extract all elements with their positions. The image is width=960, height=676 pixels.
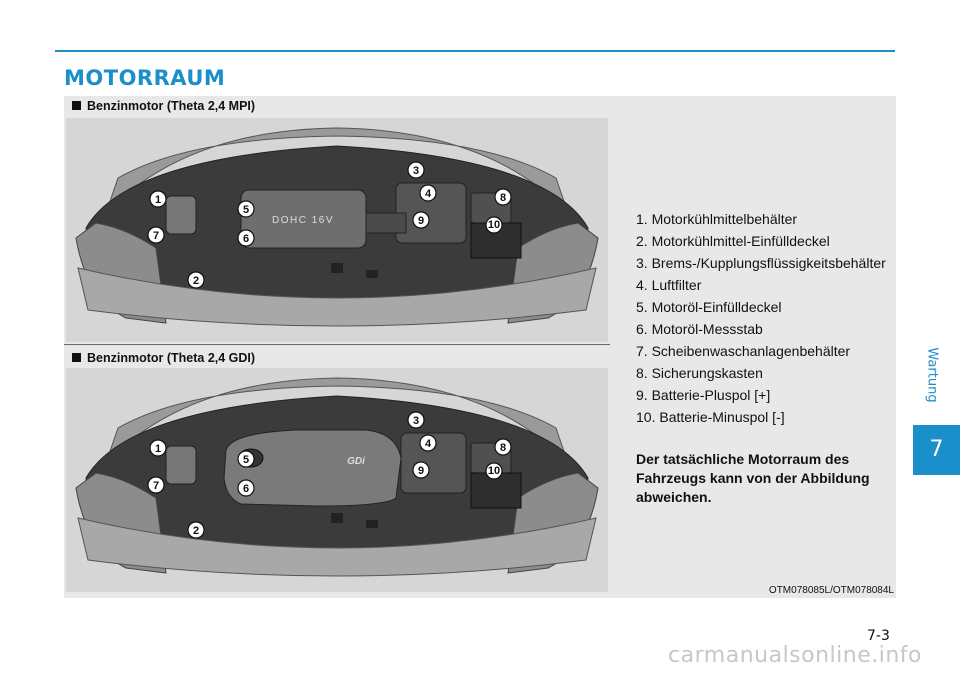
callouts-gdi: 1 2 3 4 5 6 7 8 9 10 <box>147 411 512 539</box>
engine-illustration-gdi: GDi 1 2 3 4 5 6 7 8 9 10 <box>66 368 608 592</box>
bullet-square-icon <box>72 353 81 362</box>
svg-text:5: 5 <box>243 204 249 216</box>
svg-text:4: 4 <box>425 438 432 450</box>
legend-item: 4. Luftfilter <box>636 277 702 293</box>
callout-9: 9 <box>412 211 430 229</box>
page-number: 7-3 <box>867 628 890 644</box>
svg-text:6: 6 <box>243 233 249 245</box>
disclaimer-note: Der tatsächliche Motorraum des Fahrzeugs… <box>636 451 870 505</box>
legend-item: 8. Sicherungskasten <box>636 365 763 381</box>
callout-6: 6 <box>237 479 255 497</box>
svg-text:5: 5 <box>243 454 249 466</box>
callout-5: 5 <box>237 450 255 468</box>
svg-text:2: 2 <box>193 275 199 287</box>
chapter-side-label: Wartung <box>924 347 940 403</box>
callout-7: 7 <box>147 476 165 494</box>
svg-text:8: 8 <box>500 442 506 454</box>
callout-8: 8 <box>494 188 512 206</box>
svg-text:1: 1 <box>155 443 161 455</box>
engine-photo-mpi: DOHC 16V 1 2 3 4 5 6 7 8 9 10 <box>66 118 608 342</box>
svg-text:1: 1 <box>155 194 161 206</box>
legend-item: 5. Motoröl-Einfülldeckel <box>636 299 782 315</box>
image-reference-code: OTM078085L/OTM078084L <box>768 585 894 596</box>
svg-text:3: 3 <box>413 415 419 427</box>
component-legend: 1. Motorkühlmittelbehälter 2. Motorkühlm… <box>636 208 896 428</box>
svg-text:7: 7 <box>153 230 159 242</box>
svg-text:8: 8 <box>500 192 506 204</box>
svg-text:9: 9 <box>418 465 424 477</box>
svg-text:9: 9 <box>418 215 424 227</box>
chapter-tab[interactable]: 7 <box>913 425 960 475</box>
callout-2: 2 <box>187 271 205 289</box>
section-label-mpi: Benzinmotor (Theta 2,4 MPI) <box>72 99 255 113</box>
callout-6: 6 <box>237 229 255 247</box>
callout-10: 10 <box>485 462 503 480</box>
engine-photo-gdi: GDi 1 2 3 4 5 6 7 8 9 10 <box>66 368 608 592</box>
legend-item: 1. Motorkühlmittelbehälter <box>636 211 798 227</box>
legend-item: 9. Batterie-Pluspol [+] <box>636 387 771 403</box>
callout-4: 4 <box>419 184 437 202</box>
callouts-mpi: 1 2 3 4 5 6 7 8 9 10 <box>147 161 512 289</box>
svg-text:3: 3 <box>413 165 419 177</box>
section-label-gdi: Benzinmotor (Theta 2,4 GDI) <box>72 351 255 365</box>
svg-text:4: 4 <box>425 188 432 200</box>
legend-item: 10. Batterie-Minuspol [-] <box>636 409 785 425</box>
legend-item: 7. Scheibenwaschanlagenbehälter <box>636 343 851 359</box>
callout-8: 8 <box>494 438 512 456</box>
engine-cover-text: DOHC 16V <box>272 215 334 226</box>
svg-text:2: 2 <box>193 525 199 537</box>
callout-7: 7 <box>147 226 165 244</box>
engine-cover-text: GDi <box>347 456 365 467</box>
section-divider <box>64 344 610 345</box>
callout-3: 3 <box>407 411 425 429</box>
svg-text:10: 10 <box>488 465 500 477</box>
callout-5: 5 <box>237 200 255 218</box>
bullet-square-icon <box>72 101 81 110</box>
callout-2: 2 <box>187 521 205 539</box>
svg-text:10: 10 <box>488 219 500 231</box>
engine-illustration-mpi: DOHC 16V 1 2 3 4 5 6 7 8 9 10 <box>66 118 608 342</box>
callout-1: 1 <box>149 190 167 208</box>
svg-text:7: 7 <box>153 480 159 492</box>
callout-1: 1 <box>149 439 167 457</box>
legend-item: 3. Brems-/Kupplungsflüssigkeitsbehälter <box>636 255 886 271</box>
legend-item: 6. Motoröl-Messstab <box>636 321 763 337</box>
callout-10: 10 <box>485 216 503 234</box>
callout-4: 4 <box>419 434 437 452</box>
header-rule <box>55 50 895 52</box>
callout-3: 3 <box>407 161 425 179</box>
svg-text:6: 6 <box>243 483 249 495</box>
page-title: MOTORRAUM <box>64 66 226 90</box>
legend-item: 2. Motorkühlmittel-Einfülldeckel <box>636 233 830 249</box>
callout-9: 9 <box>412 461 430 479</box>
watermark: carmanualsonline.info <box>668 643 922 668</box>
